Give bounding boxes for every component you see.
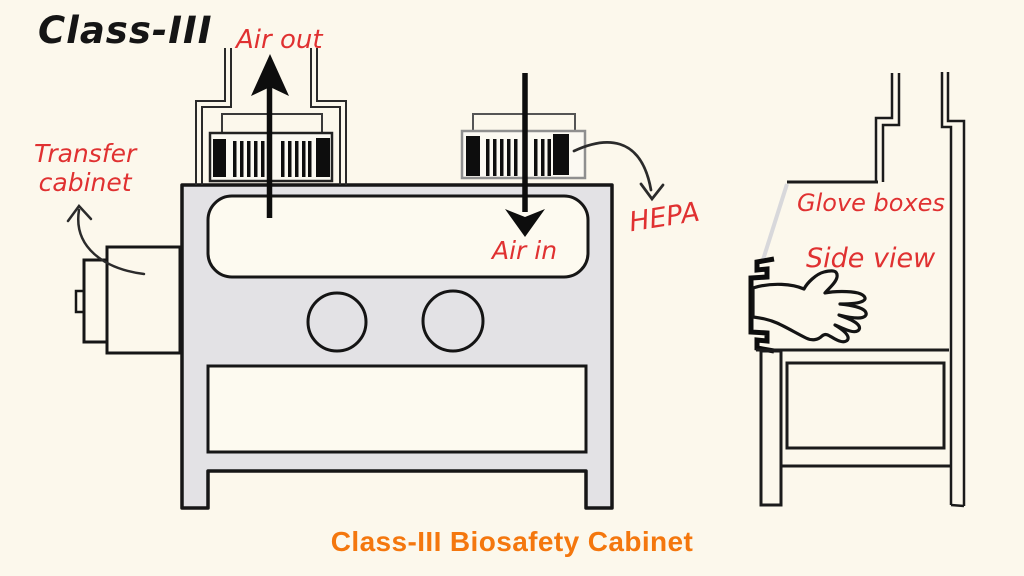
- exhaust-filter-grille: [213, 138, 330, 177]
- intake-filter-grille: [466, 134, 569, 176]
- air-in-label: Air in: [492, 236, 558, 265]
- air-out-label: Air out: [236, 25, 323, 55]
- glove-port-left: [306, 291, 368, 353]
- class-type-title: Class-III: [38, 9, 213, 52]
- side-stand: [759, 349, 951, 507]
- viewing-window: [206, 194, 590, 279]
- transfer-cabinet-label-line2: cabinet: [38, 167, 132, 197]
- side-view-drawing: [748, 72, 966, 508]
- lower-panel: [206, 364, 588, 454]
- glove-hand-icon: [751, 269, 868, 344]
- side-front-slant: [760, 183, 789, 264]
- transfer-cabinet-label: Transfer cabinet: [34, 139, 137, 198]
- air-in-arrow-icon: [505, 73, 545, 237]
- transfer-cabinet-label-line1: Transfer: [34, 139, 137, 168]
- transfer-cabinet-drawing: [74, 245, 182, 355]
- side-view-label: Side view: [806, 243, 936, 274]
- diagram-caption: Class-III Biosafety Cabinet: [330, 526, 694, 557]
- glove-boxes-label: Glove boxes: [797, 189, 945, 217]
- glove-port-right: [421, 289, 485, 353]
- hepa-pointer-arrow-icon: [572, 141, 665, 202]
- side-glove-port-bracket: [748, 256, 775, 354]
- front-view: [66, 48, 665, 510]
- air-out-arrow-icon: [251, 54, 289, 218]
- exhaust-duct: [195, 48, 347, 185]
- transfer-pointer-arrow-icon: [66, 204, 146, 276]
- side-duct-profile: [874, 72, 966, 508]
